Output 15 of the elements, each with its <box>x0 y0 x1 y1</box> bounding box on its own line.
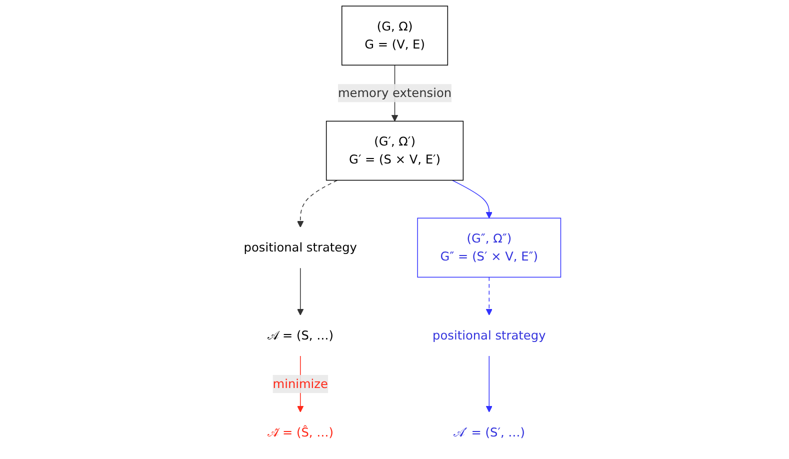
arrow <box>486 276 492 316</box>
node-text: 𝒜′ = (S′, …) <box>453 424 525 440</box>
node-text: positional strategy <box>432 328 546 342</box>
node-text: 𝒜 = (S, …) <box>267 328 334 342</box>
arrow <box>296 180 338 228</box>
node-box: (G′, Ω′) G′ = (S × V, E′) <box>326 120 464 181</box>
node-box: (G″, Ω″) G″ = (S′ × V, E″) <box>416 218 561 278</box>
node-text: 𝒜̂ = (Ŝ, …) <box>267 424 334 440</box>
arrow <box>296 268 304 316</box>
node-text: positional strategy <box>244 240 357 254</box>
node-box: (G, Ω) G = (V, E) <box>341 6 448 66</box>
edge-label: minimize <box>272 376 328 391</box>
arrow <box>486 356 492 412</box>
edge-label: memory extension <box>338 86 452 100</box>
arrow <box>452 180 492 218</box>
